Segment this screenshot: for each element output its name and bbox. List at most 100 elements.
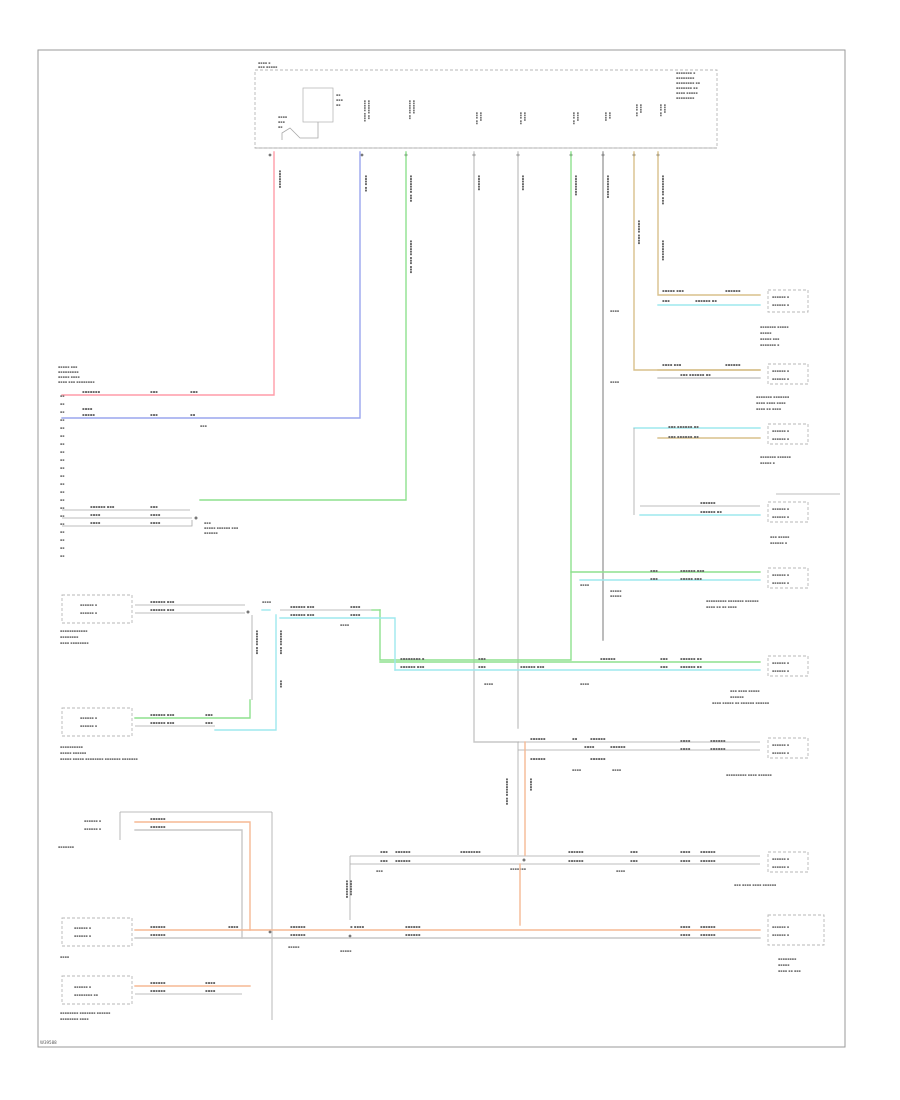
svg-text:▪▪▪▪: ▪▪▪▪ <box>680 858 691 863</box>
svg-text:▪▪▪▪: ▪▪▪▪ <box>262 600 271 604</box>
svg-text:▪▪▪▪▪▪ ▪: ▪▪▪▪▪▪ ▪ <box>770 541 787 545</box>
svg-text:▪▪▪▪▪▪ ▪: ▪▪▪▪▪▪ ▪ <box>772 865 789 869</box>
svg-text:▪▪▪▪▪▪▪▪▪: ▪▪▪▪▪▪▪▪▪ <box>58 370 79 374</box>
svg-text:▪▪▪▪: ▪▪▪▪ <box>82 406 93 411</box>
svg-text:▪▪▪▪: ▪▪▪▪ <box>205 988 216 993</box>
svg-text:▪▪▪▪▪▪: ▪▪▪▪▪▪ <box>349 880 354 896</box>
svg-text:▪▪▪▪▪ ▪▪▪▪▪▪ ▪▪▪: ▪▪▪▪▪ ▪▪▪▪▪▪ ▪▪▪ <box>204 526 238 530</box>
svg-text:▪▪▪▪▪▪▪▪: ▪▪▪▪▪▪▪▪ <box>676 96 694 100</box>
svg-text:▪▪▪▪ ▪▪ ▪▪ ▪▪▪▪: ▪▪▪▪ ▪▪ ▪▪ ▪▪▪▪ <box>706 605 737 609</box>
svg-text:▪▪▪▪▪▪ ▪: ▪▪▪▪▪▪ ▪ <box>772 507 789 511</box>
svg-text:▪▪▪▪: ▪▪▪▪ <box>663 104 667 113</box>
svg-text:▪▪▪▪▪▪▪ ▪▪▪▪▪▪: ▪▪▪▪▪▪▪ ▪▪▪▪▪▪ <box>760 455 791 459</box>
svg-text:▪▪▪▪▪▪: ▪▪▪▪▪▪ <box>150 824 166 829</box>
svg-text:▪▪▪▪: ▪▪▪▪ <box>639 104 643 113</box>
svg-text:▪▪▪▪: ▪▪▪▪ <box>680 746 691 751</box>
svg-text:▪▪: ▪▪ <box>190 412 196 417</box>
svg-text:▪▪▪▪▪▪ ▪: ▪▪▪▪▪▪ ▪ <box>74 934 91 938</box>
svg-text:▪▪: ▪▪ <box>60 394 65 398</box>
svg-text:▪▪▪▪▪▪▪ ▪: ▪▪▪▪▪▪▪ ▪ <box>760 343 779 347</box>
svg-text:▪▪▪▪▪▪ ▪▪▪: ▪▪▪▪▪▪ ▪▪▪ <box>290 612 315 617</box>
svg-text:▪▪▪▪▪▪ ▪: ▪▪▪▪▪▪ ▪ <box>772 573 789 577</box>
svg-text:▪▪▪▪▪▪ ▪: ▪▪▪▪▪▪ ▪ <box>84 819 101 823</box>
svg-text:▪▪▪▪▪▪▪: ▪▪▪▪▪▪▪ <box>278 170 283 188</box>
svg-text:▪▪▪▪▪ ▪▪▪: ▪▪▪▪▪ ▪▪▪ <box>662 288 684 293</box>
svg-text:▪▪▪▪: ▪▪▪▪ <box>60 955 69 959</box>
svg-text:▪▪▪▪▪▪▪▪▪ ▪▪▪▪▪▪▪ ▪▪▪▪▪▪: ▪▪▪▪▪▪▪▪▪ ▪▪▪▪▪▪▪ ▪▪▪▪▪▪ <box>706 599 759 603</box>
svg-text:▪▪▪ ▪▪: ▪▪▪ ▪▪ <box>519 112 523 125</box>
svg-text:▪▪▪▪▪▪: ▪▪▪▪▪▪ <box>530 756 546 761</box>
svg-text:▪▪▪▪▪▪: ▪▪▪▪▪▪ <box>150 816 166 821</box>
svg-text:▪▪: ▪▪ <box>60 466 65 470</box>
svg-text:▪▪▪▪: ▪▪▪▪ <box>150 512 161 517</box>
svg-text:▪▪▪: ▪▪▪ <box>478 664 486 669</box>
vertical-wires <box>61 151 761 743</box>
svg-text:▪▪▪▪▪▪: ▪▪▪▪▪▪ <box>568 858 584 863</box>
svg-text:▪▪▪▪: ▪▪▪▪ <box>484 682 493 686</box>
svg-text:▪▪▪▪▪▪ ▪▪▪ ▪▪▪: ▪▪▪▪▪▪ ▪▪▪ ▪▪▪ <box>409 240 414 274</box>
svg-text:▪▪▪ ▪▪▪▪ ▪▪▪▪ ▪▪▪▪▪▪: ▪▪▪ ▪▪▪▪ ▪▪▪▪ ▪▪▪▪▪▪ <box>734 883 776 887</box>
svg-text:▪▪▪▪▪: ▪▪▪▪▪ <box>610 594 622 598</box>
svg-text:▪▪▪▪▪ ▪▪▪▪▪▪: ▪▪▪▪▪ ▪▪▪▪▪▪ <box>60 751 86 755</box>
svg-text:▪▪▪: ▪▪▪ <box>278 120 285 124</box>
svg-text:▪▪: ▪▪ <box>60 458 65 462</box>
svg-text:▪▪▪ ▪▪: ▪▪▪ ▪▪ <box>659 104 663 117</box>
svg-text:▪▪▪▪: ▪▪▪▪ <box>479 112 483 121</box>
svg-text:▪▪▪▪▪▪: ▪▪▪▪▪▪ <box>568 849 584 854</box>
svg-text:▪▪▪▪▪▪▪: ▪▪▪▪▪▪▪ <box>58 845 74 849</box>
svg-text:▪▪▪▪▪▪: ▪▪▪▪▪▪ <box>150 932 166 937</box>
svg-text:▪▪▪▪▪▪▪▪ ▪▪: ▪▪▪▪▪▪▪▪ ▪▪ <box>676 81 700 85</box>
svg-text:▪▪▪: ▪▪▪ <box>380 849 388 854</box>
svg-text:▪▪▪▪▪: ▪▪▪▪▪ <box>288 945 300 949</box>
svg-text:▪▪▪▪: ▪▪▪▪ <box>90 520 101 525</box>
svg-text:▪▪▪▪▪▪ ▪: ▪▪▪▪▪▪ ▪ <box>74 985 91 989</box>
svg-text:▪▪▪▪▪▪ ▪: ▪▪▪▪▪▪ ▪ <box>772 933 789 937</box>
svg-text:▪▪▪▪▪▪: ▪▪▪▪▪▪ <box>700 500 716 505</box>
svg-text:▪▪▪▪▪▪: ▪▪▪▪▪▪ <box>204 531 218 535</box>
svg-text:▪▪▪▪▪▪: ▪▪▪▪▪▪ <box>395 849 411 854</box>
svg-text:▪▪▪▪▪▪: ▪▪▪▪▪▪ <box>530 736 546 741</box>
svg-text:▪▪▪▪: ▪▪▪▪ <box>205 980 216 985</box>
svg-text:▪▪▪▪: ▪▪▪▪ <box>680 924 691 929</box>
svg-text:▪▪▪ ▪▪▪▪▪▪ ▪▪: ▪▪▪ ▪▪▪▪▪▪ ▪▪ <box>668 434 699 439</box>
svg-text:▪▪▪ ▪▪▪▪ ▪▪▪▪▪: ▪▪▪ ▪▪▪▪ ▪▪▪▪▪ <box>730 689 760 693</box>
svg-text:▪▪▪ ▪▪: ▪▪▪ ▪▪ <box>475 112 479 125</box>
svg-text:▪▪▪: ▪▪▪ <box>662 298 670 303</box>
svg-text:▪▪▪▪▪▪▪▪▪ ▪▪▪▪ ▪▪▪▪▪▪: ▪▪▪▪▪▪▪▪▪ ▪▪▪▪ ▪▪▪▪▪▪ <box>726 773 772 777</box>
svg-text:▪▪▪▪▪ ▪▪▪▪: ▪▪▪▪▪ ▪▪▪▪ <box>637 220 642 245</box>
svg-text:▪▪▪▪▪▪ ▪▪: ▪▪▪▪▪▪ ▪▪ <box>367 100 371 119</box>
svg-text:▪▪▪▪▪: ▪▪▪▪▪ <box>82 412 95 417</box>
svg-text:▪▪▪: ▪▪▪ <box>279 680 284 688</box>
svg-text:▪▪▪: ▪▪▪ <box>630 858 638 863</box>
svg-text:▪▪▪▪▪▪: ▪▪▪▪▪▪ <box>521 175 526 191</box>
svg-text:▪▪: ▪▪ <box>60 426 65 430</box>
svg-text:▪▪▪▪▪▪ ▪▪▪: ▪▪▪▪▪▪ ▪▪▪ <box>400 664 425 669</box>
left-middle-components: ▪▪▪▪▪▪ ▪ ▪▪▪▪▪▪ ▪ ▪▪▪▪▪▪▪▪▪▪▪▪ ▪▪▪▪▪▪▪▪ … <box>60 594 396 761</box>
svg-text:▪▪▪▪▪: ▪▪▪▪▪ <box>610 589 622 593</box>
svg-text:▪▪▪▪▪▪ ▪: ▪▪▪▪▪▪ ▪ <box>772 377 789 381</box>
svg-text:▪▪▪▪ ▪▪▪▪▪ ▪▪ ▪▪▪▪▪▪ ▪▪▪▪▪▪: ▪▪▪▪ ▪▪▪▪▪ ▪▪ ▪▪▪▪▪▪ ▪▪▪▪▪▪ <box>712 701 769 705</box>
svg-text:▪▪: ▪▪ <box>60 490 65 494</box>
svg-text:▪▪▪▪ ▪: ▪▪▪▪ ▪ <box>258 61 271 65</box>
svg-text:▪ ▪▪▪▪: ▪ ▪▪▪▪ <box>350 924 365 929</box>
svg-text:▪▪▪▪▪▪▪▪: ▪▪▪▪▪▪▪▪ <box>778 957 796 961</box>
svg-text:▪▪▪ ▪▪▪▪▪▪ ▪▪: ▪▪▪ ▪▪▪▪▪▪ ▪▪ <box>668 424 699 429</box>
svg-text:▪▪▪▪▪▪▪ ▪: ▪▪▪▪▪▪▪ ▪ <box>676 71 695 75</box>
bottom-cluster: ▪▪▪▪▪▪ ▪ ▪▪▪▪▪▪ ▪ ▪▪▪▪▪▪▪ ▪▪▪▪▪▪ ▪▪▪▪▪▪ … <box>58 811 761 1021</box>
svg-text:▪▪▪▪▪▪ ▪: ▪▪▪▪▪▪ ▪ <box>80 724 97 728</box>
svg-text:▪▪: ▪▪ <box>60 498 65 502</box>
svg-text:▪▪▪▪: ▪▪▪▪ <box>523 112 527 121</box>
svg-text:▪▪▪▪: ▪▪▪▪ <box>580 583 589 587</box>
svg-text:▪▪▪▪: ▪▪▪▪ <box>680 738 691 743</box>
svg-text:▪▪: ▪▪ <box>278 125 283 129</box>
svg-text:▪▪▪▪▪▪ ▪: ▪▪▪▪▪▪ ▪ <box>772 437 789 441</box>
svg-text:▪▪: ▪▪ <box>336 93 341 97</box>
svg-text:▪▪▪▪▪▪: ▪▪▪▪▪▪ <box>290 932 306 937</box>
svg-text:▪▪▪: ▪▪▪ <box>650 576 658 581</box>
svg-text:▪▪▪▪: ▪▪▪▪ <box>616 869 625 873</box>
svg-text:▪▪▪▪▪▪: ▪▪▪▪▪▪ <box>405 932 421 937</box>
svg-text:▪▪▪: ▪▪▪ <box>150 389 158 394</box>
svg-text:▪▪▪▪▪▪▪ ▪▪▪: ▪▪▪▪▪▪▪ ▪▪▪ <box>409 175 414 202</box>
svg-text:▪▪▪▪▪▪▪▪▪▪: ▪▪▪▪▪▪▪▪▪▪ <box>60 745 83 749</box>
svg-text:▪▪▪▪ ▪▪▪▪▪▪▪▪: ▪▪▪▪ ▪▪▪▪▪▪▪▪ <box>60 641 89 645</box>
